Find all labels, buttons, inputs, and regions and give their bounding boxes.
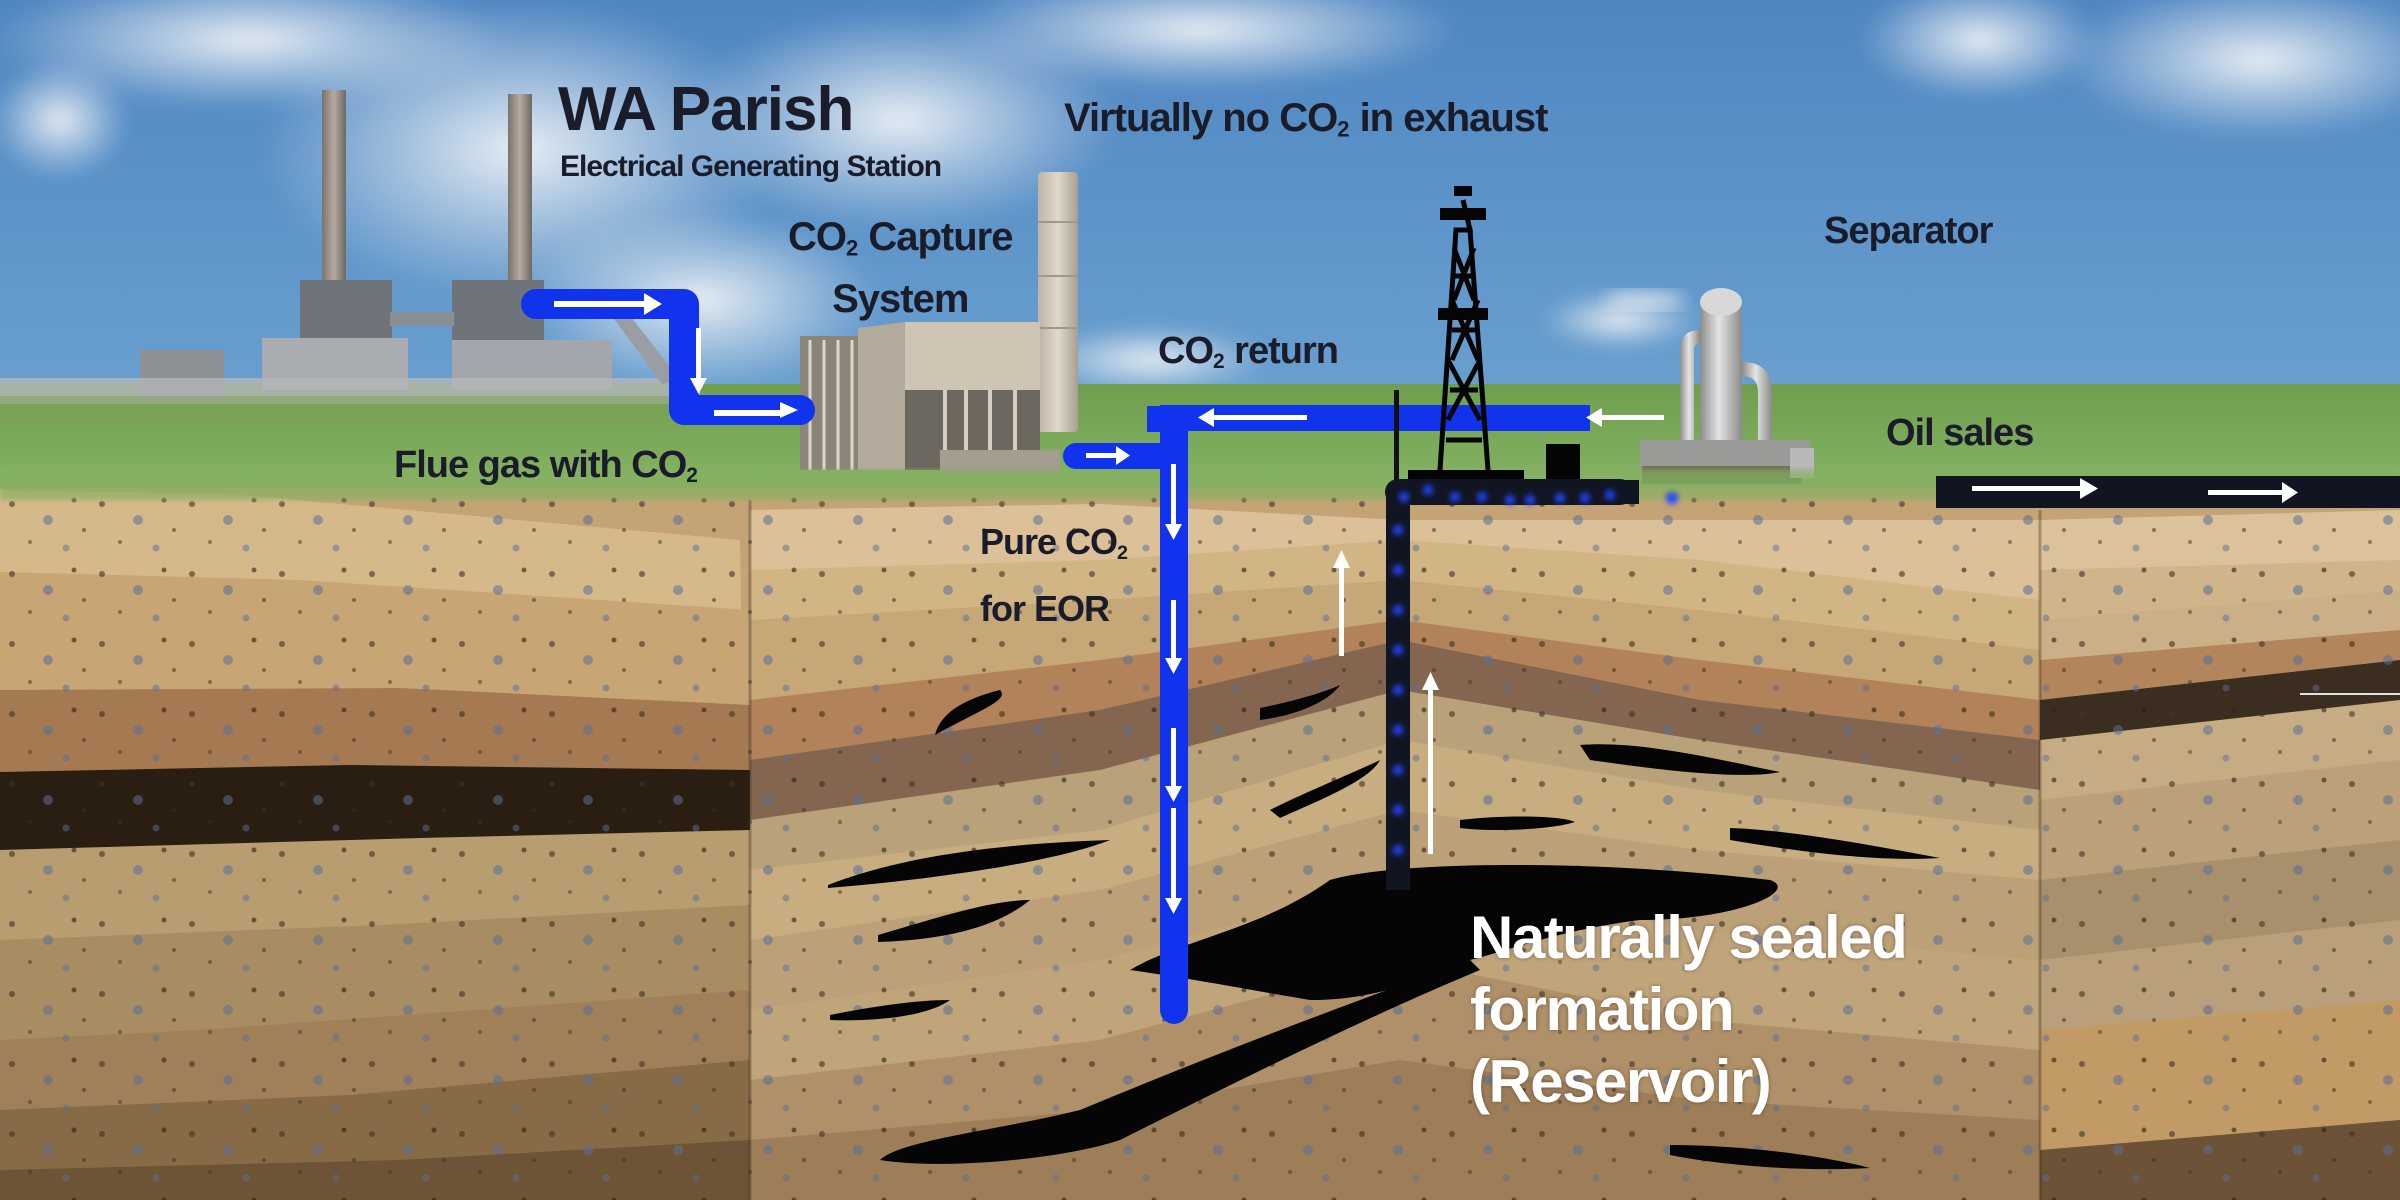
return-text-suffix: return [1224,330,1339,372]
co2-injection-pipe [1063,405,1664,1024]
oil-reservoir [828,685,1940,1170]
power-plant [0,90,720,426]
pure-text-line2: for EOR [980,587,1110,629]
co2-capture-building [800,172,1078,474]
oil-pocket [880,960,1480,1164]
subscript: 2 [846,235,859,261]
exhaust-text-suffix: in exhaust [1349,96,1549,140]
reservoir-line-3: (Reservoir) [1470,1048,1772,1115]
oil-sales-label: Oil sales [1886,412,2034,454]
flue-text: Flue gas with CO [394,444,687,486]
reservoir-line-2: formation [1470,976,1735,1043]
capture-text-line2: System [832,276,969,321]
oil-pocket [878,900,1030,942]
flue-gas-label: Flue gas with CO2 [394,444,698,488]
oil-pocket [828,840,1110,888]
production-well [1333,186,1678,890]
station-subtitle: Electrical Generating Station [560,150,942,183]
oil-pocket [1670,1145,1870,1170]
reservoir-label: Naturally sealed formation (Reservoir) [1470,902,1908,1118]
flow-arrow-icon [554,293,798,418]
main-oil-pocket [1130,865,1778,1000]
capture-stack [1038,172,1078,432]
pure-text: Pure CO [980,521,1118,562]
flow-arrow-icon [1086,408,1664,914]
separator-label: Separator [1824,210,1993,252]
sky [0,0,2400,400]
capture-system-label: CO2 Capture System [788,212,1014,324]
pure-co2-label: Pure CO2 for EOR [980,514,1128,637]
subscript: 2 [1337,116,1350,142]
co2-return-label: CO2 return [1158,330,1339,374]
production-flow-dots [1393,485,1678,855]
subscript: 2 [1117,541,1129,564]
exhaust-label: Virtually no CO2 in exhaust [1064,96,1549,143]
return-text: CO [1158,330,1214,372]
oil-pocket [1580,744,1780,775]
reservoir-line-1: Naturally sealed [1470,904,1908,971]
oil-pocket [1460,816,1575,830]
capture-text-suffix: Capture [858,215,1013,259]
oil-sales-pipe [1936,476,2400,695]
oil-pocket [1270,760,1380,818]
flue-gas-pipe [521,289,815,425]
station-name: WA Parish [558,75,854,144]
exhaust-text: Virtually no CO [1064,96,1338,140]
oil-pocket [1730,828,1940,859]
oil-pocket [935,690,1002,735]
subscript: 2 [1213,350,1225,374]
separator-vessel [1700,300,1742,480]
oil-pocket [1260,685,1340,720]
oil-pocket [830,1000,950,1021]
flow-arrow-icon [1333,550,1439,854]
subscript: 2 [686,464,698,488]
flow-arrow-icon [1972,478,2298,503]
capture-text: CO [788,215,847,259]
derrick-icon [1437,199,1491,471]
